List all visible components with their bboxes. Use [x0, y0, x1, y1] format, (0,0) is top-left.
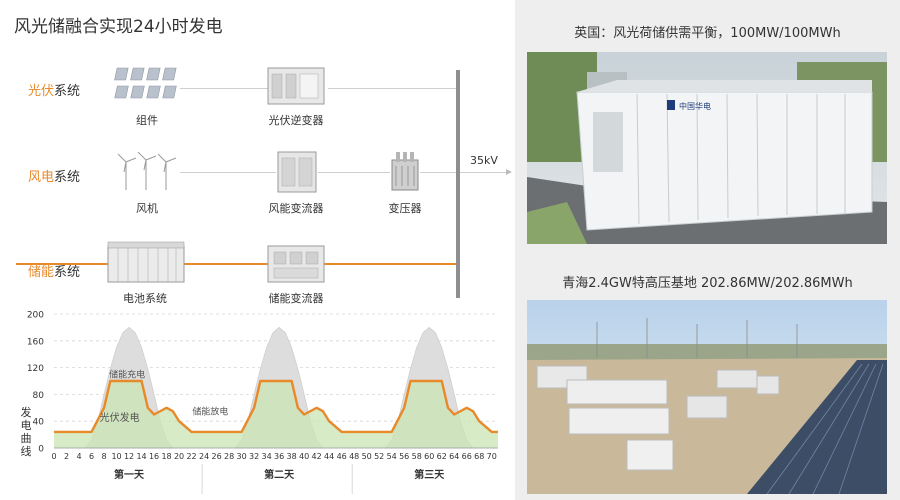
y-tick-label: 80	[33, 391, 45, 401]
uk-storage-photo: 中国华电	[527, 52, 887, 244]
container-brand: 中国华电	[679, 101, 711, 111]
x-tick-label: 10	[111, 452, 121, 461]
storage-output-line	[54, 379, 498, 434]
output-arrow-head	[506, 169, 512, 175]
x-tick-label: 26	[211, 452, 221, 461]
x-tick-label: 22	[186, 452, 196, 461]
y-tick-label: 120	[27, 364, 44, 374]
transformer-label: 变压器	[388, 202, 422, 215]
turbine-label: 风机	[136, 202, 158, 215]
x-tick-label: 6	[89, 452, 94, 461]
x-tick-label: 14	[136, 452, 146, 461]
uk-caption: 英国：风光荷储供需平衡，100MW/100MWh	[574, 26, 841, 41]
wind-line-3	[420, 172, 458, 173]
storage-system-highlight: 储能	[28, 265, 55, 280]
container-logo-icon	[667, 100, 675, 110]
qinghai-base-photo	[527, 300, 887, 494]
x-tick-label: 32	[249, 452, 259, 461]
x-tick-label: 20	[174, 452, 184, 461]
x-tick-label: 40	[299, 452, 309, 461]
y-axis-label-text: 发电曲线	[20, 406, 32, 458]
charge-annotation: 储能充电	[109, 368, 145, 380]
x-tick-label: 4	[76, 452, 81, 461]
x-tick-label: 50	[362, 452, 372, 461]
y-tick-label: 40	[33, 418, 45, 428]
storage-area	[54, 381, 498, 448]
x-tick-label: 24	[199, 452, 209, 461]
wind-converter-label: 风能变流器	[268, 202, 324, 215]
y-tick-label: 0	[38, 445, 44, 455]
wind-system-label: 风电系统	[28, 166, 80, 185]
x-tick-label: 64	[449, 452, 459, 461]
wind-converter-icon	[277, 151, 317, 193]
x-tick-label: 38	[287, 452, 297, 461]
x-tick-label: 0	[51, 452, 56, 461]
storage-converter-label: 储能变流器	[268, 292, 324, 305]
x-tick-label: 12	[124, 452, 134, 461]
pv-system-label: 光伏系统	[28, 80, 80, 99]
y-tick-label: 160	[27, 337, 44, 347]
x-tick-label: 16	[149, 452, 159, 461]
qinghai-caption: 青海2.4GW特高压基地 202.86MW/202.86MWh	[562, 276, 853, 291]
storage-system-suffix: 系统	[54, 265, 81, 280]
battery-label: 电池系统	[123, 292, 167, 305]
pv-module-icon	[114, 67, 177, 99]
voltage-label: 35kV	[470, 154, 498, 167]
x-tick-label: 44	[324, 452, 334, 461]
wind-turbine-icon	[117, 151, 177, 190]
x-tick-label: 68	[474, 452, 484, 461]
x-tick-label: 66	[462, 452, 472, 461]
x-tick-label: 62	[437, 452, 447, 461]
discharge-annotation: 储能放电	[192, 406, 228, 418]
transformer-icon	[391, 152, 419, 191]
battery-system-icon	[107, 241, 185, 283]
pv-annotation: 光伏发电	[100, 411, 140, 424]
output-arrow	[460, 172, 510, 173]
x-tick-label: 36	[274, 452, 284, 461]
day-label: 第一天	[114, 468, 145, 481]
page-title: 风光储融合实现24小时发电	[14, 17, 223, 37]
x-tick-label: 8	[101, 452, 106, 461]
x-tick-label: 28	[224, 452, 234, 461]
x-tick-label: 58	[412, 452, 422, 461]
y-tick-label: 200	[27, 311, 44, 321]
x-tick-label: 48	[349, 452, 359, 461]
pv-line-2	[328, 88, 458, 89]
x-tick-label: 52	[374, 452, 384, 461]
x-tick-label: 56	[399, 452, 409, 461]
wind-line-2	[318, 172, 390, 173]
x-tick-label: 30	[237, 452, 247, 461]
x-tick-label: 46	[337, 452, 347, 461]
storage-line	[16, 263, 460, 265]
x-tick-label: 54	[387, 452, 397, 461]
x-tick-label: 34	[262, 452, 272, 461]
x-tick-label: 70	[487, 452, 497, 461]
pv-inverter-icon	[267, 67, 325, 105]
x-tick-label: 2	[64, 452, 69, 461]
wind-system-highlight: 风电	[28, 170, 55, 185]
pv-inverter-label: 光伏逆变器	[268, 114, 324, 127]
y-axis-label: 发电曲线	[20, 406, 32, 458]
pv-system-suffix: 系统	[54, 84, 81, 99]
x-tick-label: 18	[161, 452, 171, 461]
wind-system-suffix: 系统	[54, 170, 81, 185]
pv-system-highlight: 光伏	[28, 84, 55, 99]
storage-converter-icon	[267, 245, 325, 283]
x-tick-label: 42	[312, 452, 322, 461]
day-label: 第二天	[264, 468, 295, 481]
x-tick-label: 60	[424, 452, 434, 461]
storage-system-label: 储能系统	[28, 261, 80, 280]
module-label: 组件	[136, 114, 158, 127]
wind-line-1	[180, 172, 276, 173]
day-label: 第三天	[414, 468, 445, 481]
pv-line-1	[180, 88, 270, 89]
busbar-35kv	[456, 70, 460, 298]
left-panel: 风光储融合实现24小时发电 光伏系统 风电系统 储能系统 35kV	[14, 17, 512, 494]
